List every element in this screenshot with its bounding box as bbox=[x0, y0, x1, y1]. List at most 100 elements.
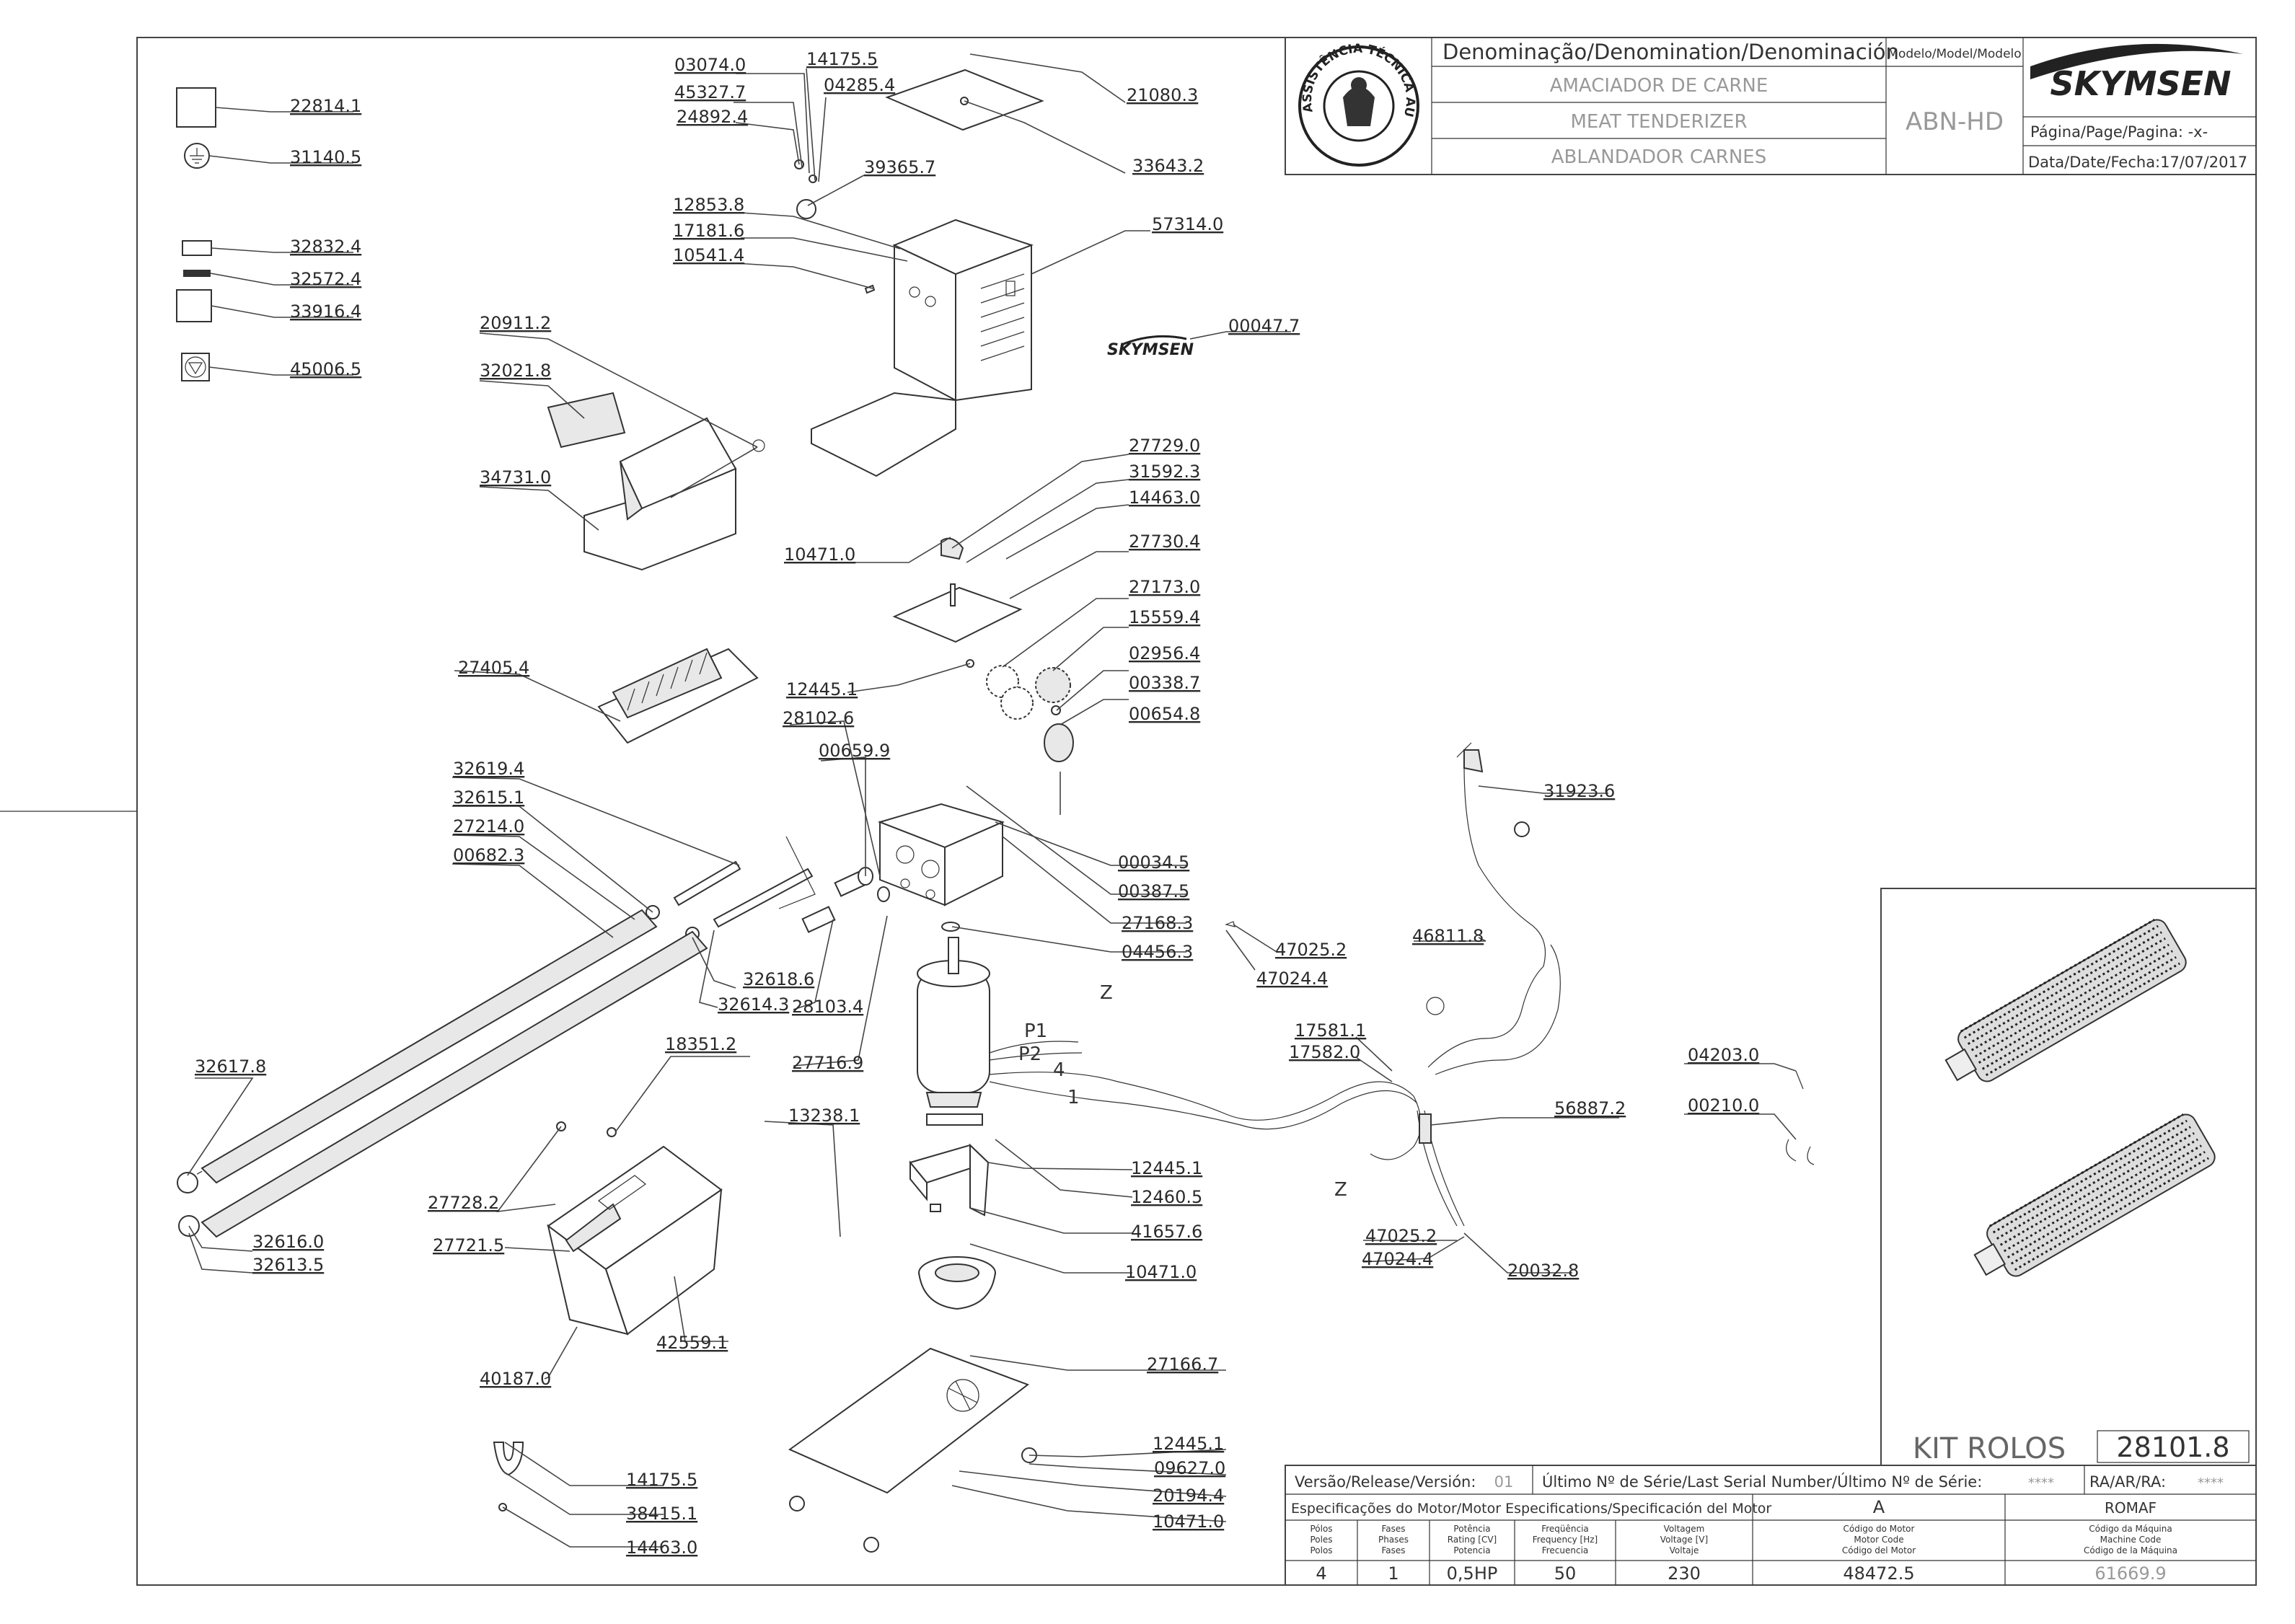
part-label: 17582.0 bbox=[1289, 1042, 1360, 1062]
part-label: 17181.6 bbox=[673, 221, 744, 241]
part-label: 27716.9 bbox=[792, 1053, 863, 1073]
spiked-roller-upper bbox=[1944, 919, 2187, 1082]
val-machine-code: 61669.9 bbox=[2094, 1563, 2166, 1584]
col-power-en: Rating [CV] bbox=[1448, 1535, 1497, 1545]
hook-bracket bbox=[493, 1442, 524, 1512]
part-label: 00387.5 bbox=[1118, 881, 1189, 901]
part-label: 32614.3 bbox=[718, 994, 789, 1015]
col-volt-pt: Voltagem bbox=[1664, 1524, 1705, 1534]
roller-nut-upper bbox=[177, 1172, 198, 1193]
warning-label-icon bbox=[176, 289, 212, 322]
model-value: ABN-HD bbox=[1906, 107, 2004, 136]
collection-tray bbox=[547, 1121, 723, 1336]
col-machine-code-es: Código de la Máquina bbox=[2084, 1545, 2177, 1555]
part-label: 42559.1 bbox=[656, 1333, 728, 1353]
part-label: 14463.0 bbox=[626, 1537, 697, 1558]
part-label: 09627.0 bbox=[1154, 1458, 1225, 1478]
part-label: 38415.1 bbox=[626, 1504, 697, 1524]
part-label: 27166.7 bbox=[1147, 1354, 1218, 1374]
spec-block: Versão/Release/Versión: 01 Último Nº de … bbox=[1285, 1465, 2257, 1586]
part-label: 39365.7 bbox=[864, 157, 935, 177]
col-machine-code-en: Machine Code bbox=[2100, 1535, 2162, 1545]
part-label: 00654.8 bbox=[1129, 704, 1200, 724]
kit-rolos-box: KIT ROLOS 28101.8 bbox=[1880, 888, 2257, 1466]
wire-label-p1: P1 bbox=[1024, 1020, 1047, 1042]
part-label: 47025.2 bbox=[1275, 940, 1347, 960]
col-phases-en: Phases bbox=[1378, 1535, 1409, 1545]
part-label: 14175.5 bbox=[806, 49, 878, 69]
col-power-pt: Potência bbox=[1453, 1524, 1490, 1534]
part-label: 33643.2 bbox=[1132, 156, 1204, 176]
version-value: 01 bbox=[1494, 1473, 1514, 1491]
date-label: Data/Date/Fecha:17/07/2017 bbox=[2028, 154, 2247, 171]
part-label: 04285.4 bbox=[824, 75, 895, 95]
part-label: 20911.2 bbox=[480, 313, 551, 333]
hazard-label-icon bbox=[181, 353, 210, 381]
comb-housing bbox=[597, 648, 759, 744]
part-label: 27721.5 bbox=[433, 1235, 504, 1255]
part-label: 27405.4 bbox=[458, 658, 529, 678]
part-label: 03074.0 bbox=[674, 55, 746, 75]
name-es: ABLANDADOR CARNES bbox=[1551, 146, 1767, 168]
serial-label-icon bbox=[183, 270, 211, 277]
part-label: 12445.1 bbox=[786, 679, 858, 700]
ground-label-icon bbox=[184, 143, 210, 169]
part-label: 32617.8 bbox=[195, 1056, 266, 1077]
col-volt-en: Voltage [V] bbox=[1660, 1535, 1708, 1545]
col-poles-es: Polos bbox=[1310, 1545, 1332, 1555]
part-label: 31592.3 bbox=[1129, 462, 1200, 482]
part-label: 45006.5 bbox=[290, 359, 361, 379]
electric-motor bbox=[917, 937, 990, 1126]
part-label: 10471.0 bbox=[1125, 1262, 1197, 1282]
part-label: 00659.9 bbox=[819, 741, 890, 761]
wire-label-4: 4 bbox=[1053, 1059, 1065, 1081]
col-phases-pt: Fases bbox=[1381, 1524, 1405, 1534]
main-housing bbox=[811, 219, 1034, 477]
part-label: 34731.0 bbox=[480, 467, 551, 487]
name-pt: AMACIADOR DE CARNE bbox=[1550, 75, 1768, 97]
motor-bracket bbox=[909, 1143, 990, 1217]
part-label: 18351.2 bbox=[665, 1034, 736, 1054]
part-label: 45327.7 bbox=[674, 82, 746, 102]
val-volt: 230 bbox=[1668, 1563, 1701, 1584]
col-motor-code-en: Motor Code bbox=[1854, 1535, 1903, 1545]
part-label: 32615.1 bbox=[453, 787, 524, 808]
drive-gears bbox=[986, 665, 1074, 762]
wire-label-z-motor: Z bbox=[1100, 982, 1113, 1004]
part-label: 40187.0 bbox=[480, 1369, 551, 1389]
part-labels: 22814.1 31140.5 32832.4 32572.4 33916.4 … bbox=[195, 49, 1759, 1558]
part-label: 32613.5 bbox=[252, 1255, 324, 1275]
col-freq-en: Frequency [Hz] bbox=[1533, 1535, 1598, 1545]
wire-labels: P1 P2 4 1 Z Z bbox=[1018, 982, 1347, 1201]
part-label: 22814.1 bbox=[290, 96, 361, 116]
part-label: 31923.6 bbox=[1543, 781, 1615, 801]
motor-letter: A bbox=[1873, 1497, 1885, 1517]
part-label: 27729.0 bbox=[1129, 436, 1200, 456]
leader-lines bbox=[187, 53, 1797, 1548]
part-label: 27214.0 bbox=[453, 816, 524, 837]
blank-label-icon bbox=[176, 87, 216, 128]
serial-value: **** bbox=[2028, 1475, 2054, 1491]
part-label: 33916.4 bbox=[290, 301, 361, 322]
roller-cover-assembly bbox=[547, 392, 765, 571]
part-label: 12445.1 bbox=[1131, 1158, 1202, 1178]
page-label: Página/Page/Pagina: -x- bbox=[2030, 123, 2208, 141]
wire-label-z-harness: Z bbox=[1334, 1179, 1347, 1201]
col-motor-code-pt: Código do Motor bbox=[1844, 1524, 1915, 1534]
col-motor-code-es: Código del Motor bbox=[1842, 1545, 1916, 1555]
val-motor-code: 48472.5 bbox=[1843, 1563, 1914, 1584]
badge-text: SKYMSEN bbox=[1107, 341, 1194, 359]
col-freq-es: Frecuencia bbox=[1542, 1545, 1589, 1555]
motor-spec-label: Especificações do Motor/Motor Especifica… bbox=[1291, 1501, 1771, 1517]
roller-shafts bbox=[646, 836, 816, 941]
name-en: MEAT TENDERIZER bbox=[1570, 111, 1747, 133]
wire-label-1: 1 bbox=[1067, 1087, 1080, 1108]
base-plate bbox=[788, 1347, 1037, 1553]
col-machine-code-pt: Código da Máquina bbox=[2089, 1524, 2172, 1534]
spiked-roller-lower bbox=[1973, 1113, 2216, 1277]
part-label: 57314.0 bbox=[1152, 214, 1223, 234]
wire-label-p2: P2 bbox=[1018, 1043, 1041, 1065]
part-label: 00047.7 bbox=[1228, 316, 1300, 336]
part-label: 00682.3 bbox=[453, 845, 524, 865]
